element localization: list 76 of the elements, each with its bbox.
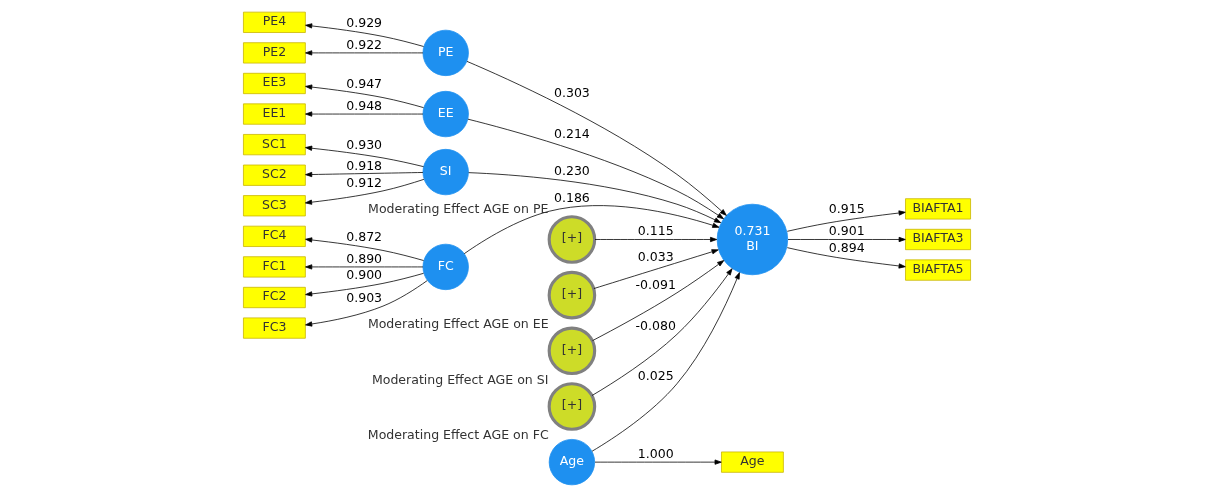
arrow	[787, 236, 906, 242]
arrow	[305, 84, 424, 108]
node-box: BIAFTA5	[905, 259, 971, 281]
arrow	[305, 279, 428, 327]
node-box: SC1	[243, 133, 306, 155]
node-label: Moderating Effect AGE on EE	[367, 315, 549, 331]
node-circle: [+]	[547, 381, 597, 431]
node-box: EE3	[243, 72, 306, 94]
arrow	[305, 272, 424, 296]
arrow	[305, 145, 424, 167]
arrow	[592, 259, 725, 341]
node-box: FC2	[243, 286, 306, 308]
edge-label: 0.915	[828, 200, 865, 216]
arrow	[468, 171, 722, 223]
edge-label: 0.230	[553, 162, 590, 178]
arrow	[591, 267, 733, 396]
node-box: SC3	[243, 194, 306, 216]
arrow	[594, 236, 718, 242]
edge-label: 0.303	[553, 84, 590, 100]
edge-label: 1.000	[637, 445, 674, 461]
edge-label: 0.115	[637, 222, 674, 238]
arrow	[786, 246, 906, 269]
node-circle: [+]	[547, 270, 597, 319]
edge-label: 0.033	[637, 247, 674, 263]
node-box: FC1	[243, 255, 306, 277]
node-circle: PE	[422, 29, 469, 76]
node-circle: [+]	[547, 326, 597, 375]
edge-label: 0.903	[346, 289, 383, 305]
arrow	[467, 118, 724, 219]
edge-label: 0.186	[553, 189, 590, 205]
edge-label: 0.918	[346, 157, 383, 173]
node-box: Age	[721, 451, 784, 473]
node-box: FC4	[243, 225, 306, 247]
edge-label: -0.091	[635, 276, 676, 292]
edge-label: 0.930	[346, 136, 383, 152]
edge-label: 0.922	[346, 36, 383, 52]
node-box: BIAFTA1	[905, 197, 971, 219]
node-label: Moderating Effect AGE on PE	[368, 200, 549, 216]
arrow	[305, 171, 424, 177]
node-circle: Age	[548, 438, 596, 485]
arrow	[466, 60, 727, 216]
edge-label: -0.080	[635, 317, 676, 333]
edge-label: 0.872	[346, 228, 383, 244]
node-box: EE1	[243, 102, 306, 125]
node-label: Moderating Effect AGE on SI	[371, 371, 549, 387]
arrow	[305, 22, 424, 47]
arrow	[463, 204, 720, 254]
edge-label: 0.929	[346, 14, 383, 30]
arrow	[594, 459, 722, 465]
edge-label: 0.890	[346, 250, 383, 266]
node-box: PE2	[243, 41, 306, 63]
edge-label: 0.948	[346, 97, 383, 113]
node-box: PE4	[243, 11, 306, 33]
edge-label: 0.025	[637, 367, 674, 383]
arrow	[305, 236, 424, 261]
edge-label: 0.894	[828, 239, 865, 255]
edge-label: 0.912	[346, 174, 383, 190]
arrow	[305, 178, 425, 205]
edge-label: 0.901	[828, 222, 865, 238]
edge-label: 0.947	[346, 75, 383, 91]
arrow	[305, 263, 424, 269]
node-circle: EE	[422, 90, 469, 137]
node-circle: FC	[422, 243, 469, 290]
arrow	[593, 248, 719, 289]
arrow	[305, 49, 424, 55]
node-circle: SI	[422, 148, 469, 195]
node-label: Moderating Effect AGE on FC	[367, 426, 549, 442]
node-box: SC2	[243, 164, 306, 186]
edge-label: 0.214	[553, 125, 590, 141]
node-circle: [+]	[547, 214, 597, 264]
arrow	[786, 209, 906, 232]
arrow	[305, 110, 424, 117]
node-box: BIAFTA3	[905, 228, 971, 250]
node-box: FC3	[243, 317, 306, 339]
edge-label: 0.900	[346, 266, 383, 282]
arrow	[591, 271, 740, 452]
